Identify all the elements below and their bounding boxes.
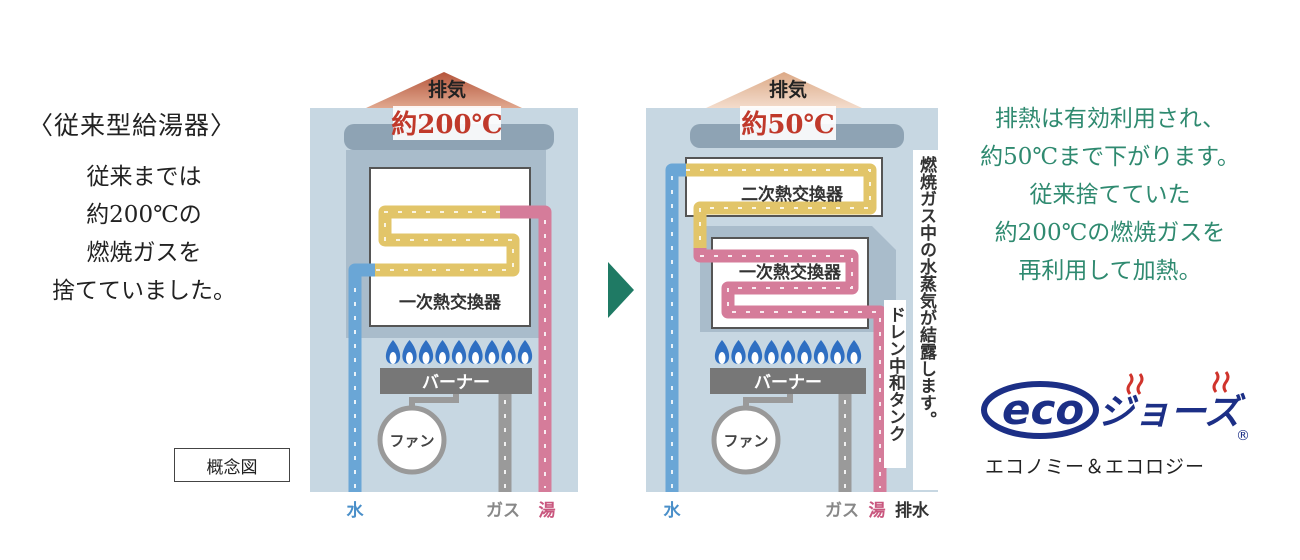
legacy-fan — [377, 405, 447, 475]
logo-steam-icon — [1126, 373, 1144, 395]
flame-core-icon — [817, 352, 825, 364]
flame-core-icon — [751, 352, 759, 364]
ecojozu-fan-label: ファン — [723, 432, 768, 450]
flame-core-icon — [505, 352, 512, 364]
legacy-gas-label: ガス — [486, 501, 520, 521]
legacy-hot-label: 湯 — [539, 501, 556, 521]
legacy-hot-pipe — [500, 205, 552, 492]
flame-core-icon — [801, 352, 808, 364]
flame-core-icon — [768, 352, 775, 364]
legacy-exhaust-arrow — [366, 72, 522, 108]
legacy-burner-bar — [380, 368, 532, 394]
ecojozu-desc-line: 約50℃まで下がります。 — [980, 144, 1240, 170]
ecojozu-exhaust-arrow — [706, 72, 862, 108]
legacy-desc-line: 燃焼ガスを — [86, 240, 202, 266]
logo-registered: ® — [1236, 428, 1250, 444]
ecojozu-water-label: 水 — [664, 500, 682, 521]
ecojozu-fan — [711, 405, 781, 475]
ecojozu-exhaust-temp: 約50℃ — [741, 109, 834, 140]
ecojozu-water-pipe — [665, 163, 686, 492]
flame-core-icon — [488, 352, 496, 364]
legacy-fan-label: ファン — [389, 432, 434, 450]
ecojozu-desc-line: 排熱は有効利用され、 — [994, 106, 1226, 132]
legacy-water-label: 水 — [347, 500, 365, 521]
legacy-burner-label: バーナー — [422, 373, 490, 393]
ecojozu-description: 排熱は有効利用され、 約50℃まで下がります。 従来捨てていた 約200℃の燃焼… — [960, 100, 1260, 290]
ecojozu-secondary-pipe — [686, 163, 877, 248]
ecojozu-desc-line: 約200℃の燃焼ガスを — [994, 220, 1226, 246]
legacy-exhaust-temp: 約200℃ — [391, 109, 502, 140]
flame-core-icon — [718, 352, 726, 364]
legacy-exhaust-title: 排気 — [428, 78, 466, 101]
flame-core-icon — [472, 352, 479, 364]
legacy-exchange-flow — [375, 211, 514, 271]
ecojozu-drain-label: 排水 — [895, 500, 930, 521]
ecojozu-desc-line: 再利用して加熱。 — [1018, 258, 1202, 284]
concept-label: 概念図 — [174, 448, 290, 482]
legacy-heat-exchanger-label: 一次熱交換器 — [399, 292, 502, 313]
ecojozu-secondary-label: 二次熱交換器 — [741, 184, 844, 205]
ecojozu-drain-tank — [884, 300, 906, 468]
ecojozu-unit: 排気 約50℃ 二次熱交換器 一次熱交換器 バーナー ファン ドレン中和タンク … — [646, 72, 939, 521]
flame-core-icon — [521, 352, 529, 364]
ecojozu-tagline: エコノミー＆エコロジー — [985, 456, 1206, 478]
ecojozu-hot-flow — [700, 255, 881, 488]
flame-core-icon — [784, 352, 792, 364]
logo-swoosh — [981, 381, 1099, 439]
ecojozu-hot-label: 湯 — [869, 501, 886, 521]
flame-core-icon — [850, 352, 858, 364]
flame-core-icon — [422, 352, 430, 364]
flame-core-icon — [439, 352, 446, 364]
legacy-description: 従来までは 約200℃の 燃焼ガスを 捨てていました。 — [40, 158, 248, 310]
logo-kana-text: ジョーズ — [1098, 392, 1246, 433]
legacy-heading: 〈従来型給湯器〉 — [28, 111, 237, 140]
ecojozu-condensation-panel — [913, 150, 939, 490]
legacy-unit: 排気 約200℃ 一次熱交換器 バーナー ファン 水 ガス 湯 — [310, 72, 578, 521]
ecojozu-exhaust-title: 排気 — [769, 78, 807, 101]
flame-core-icon — [834, 352, 841, 364]
ecojozu-logo: eco ジョーズ ® — [981, 371, 1250, 444]
ecojozu-condensation-note: 燃焼ガス中の水蒸気が結露します。 — [916, 155, 938, 428]
ecojozu-primary-pipe — [693, 248, 887, 492]
legacy-desc-line: 約200℃の — [86, 202, 202, 228]
ecojozu-burner-flames — [714, 340, 862, 364]
comparison-arrow-icon — [608, 262, 634, 318]
flame-core-icon — [735, 352, 742, 364]
flame-core-icon — [406, 352, 413, 364]
flame-core-icon — [455, 352, 463, 364]
ecojozu-drain-tank-label: ドレン中和タンク — [885, 306, 906, 442]
ecojozu-gas-label: ガス — [825, 501, 859, 521]
logo-eco-text: eco — [1002, 385, 1084, 434]
legacy-desc-line: 捨てていました。 — [52, 278, 236, 304]
ecojozu-burner-bar — [710, 368, 866, 394]
ecojozu-primary-label: 一次熱交換器 — [739, 262, 842, 283]
legacy-heat-exchanger-box — [369, 167, 531, 327]
legacy-temp-box — [393, 106, 501, 140]
ecojozu-burner-label: バーナー — [754, 373, 822, 393]
legacy-desc-line: 従来までは — [86, 164, 202, 190]
ecojozu-temp-box — [740, 106, 836, 140]
legacy-burner-flames — [385, 340, 533, 364]
logo-steam-icon — [1212, 371, 1230, 393]
flame-core-icon — [389, 352, 397, 364]
ecojozu-desc-line: 従来捨てていた — [1029, 182, 1191, 208]
